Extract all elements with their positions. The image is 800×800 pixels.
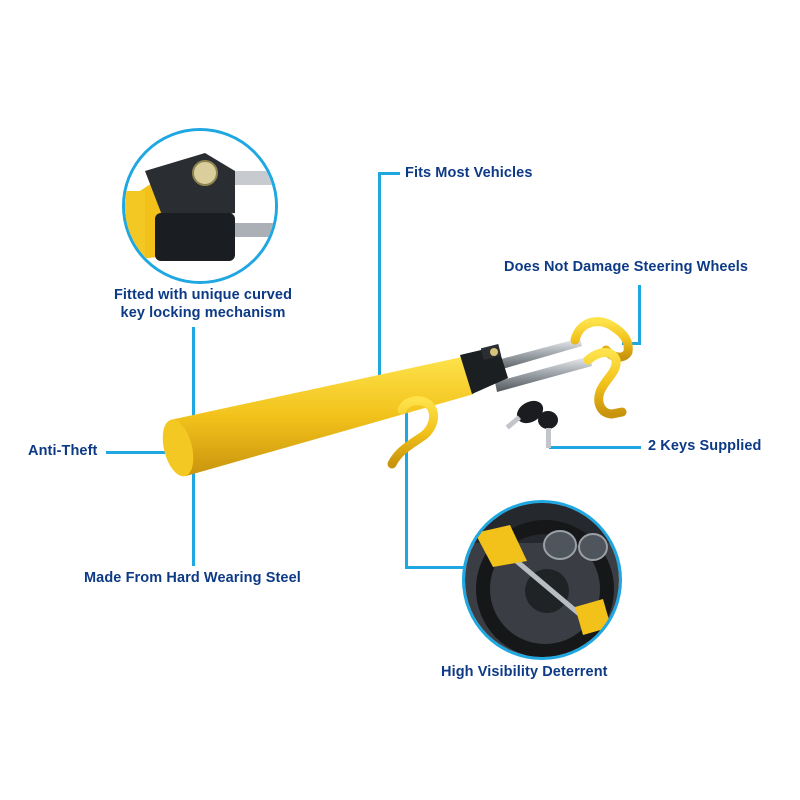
callout-line-fits-horizontal bbox=[378, 172, 400, 175]
callout-keys-supplied: 2 Keys Supplied bbox=[648, 438, 762, 454]
callout-line-anti-theft bbox=[106, 451, 170, 454]
lock-mechanism-closeup-image bbox=[122, 128, 278, 284]
callout-anti-theft: Anti-Theft bbox=[28, 443, 98, 459]
callout-fits-most-vehicles: Fits Most Vehicles bbox=[405, 165, 533, 181]
callout-line-visibility-horizontal bbox=[405, 566, 465, 569]
keys-image bbox=[505, 400, 558, 448]
installed-on-steering-wheel-image bbox=[462, 500, 622, 660]
callout-line-no-damage-vertical bbox=[638, 285, 641, 345]
callout-does-not-damage: Does Not Damage Steering Wheels bbox=[504, 259, 749, 275]
callout-hard-wearing-steel: Made From Hard Wearing Steel bbox=[84, 570, 301, 586]
callout-lock-mechanism: Fitted with unique curved key locking me… bbox=[86, 286, 320, 322]
steel-rods bbox=[490, 338, 592, 392]
callout-line-keys bbox=[549, 446, 641, 449]
callout-lock-mechanism-line2: key locking mechanism bbox=[120, 305, 286, 321]
callout-line-lock-mechanism bbox=[192, 327, 195, 422]
callout-lock-mechanism-line1: Fitted with unique curved bbox=[113, 287, 293, 303]
callout-line-visibility-vertical bbox=[405, 398, 408, 568]
callout-line-steel bbox=[192, 458, 195, 566]
callout-high-visibility: High Visibility Deterrent bbox=[441, 664, 608, 680]
callout-line-fits-vertical bbox=[378, 172, 381, 382]
